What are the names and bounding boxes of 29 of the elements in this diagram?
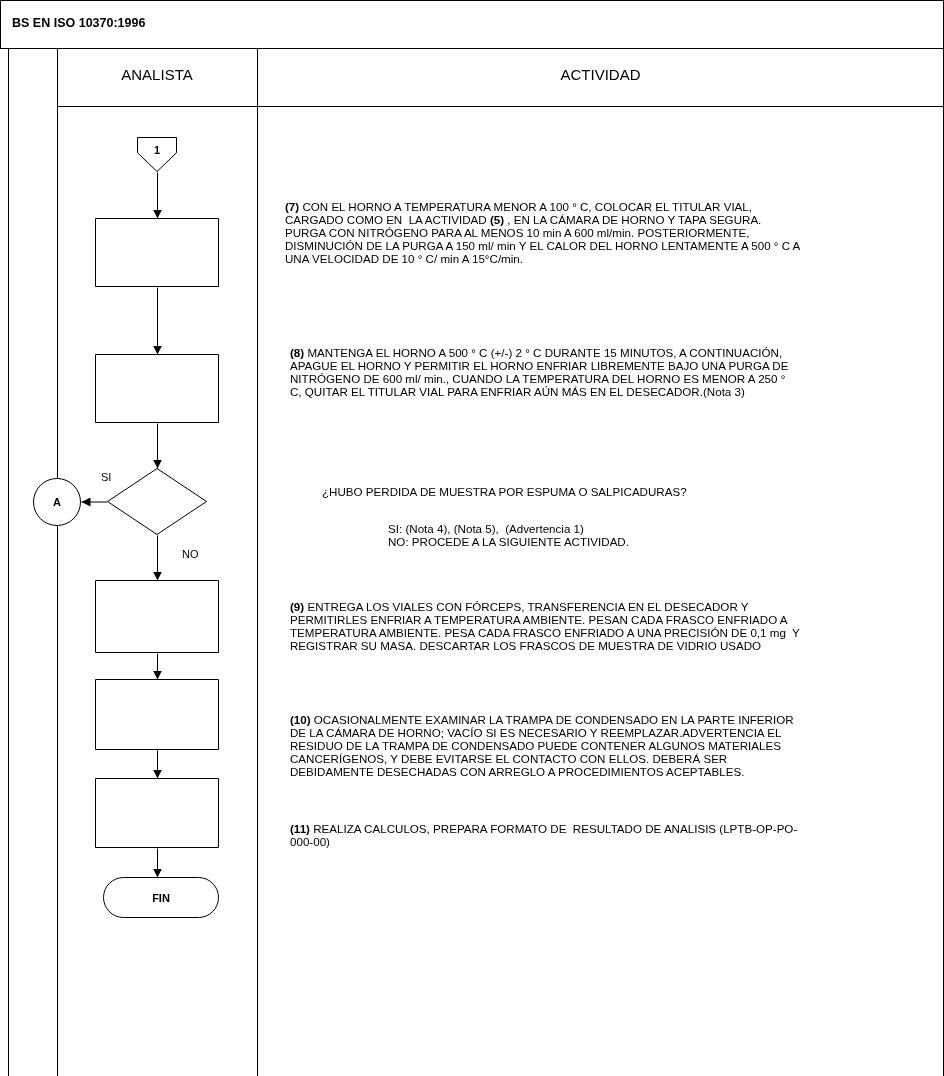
connector-circle: A [33, 478, 81, 526]
column-header: ACTIVIDAD [559, 68, 642, 81]
column-header: ANALISTA [120, 68, 194, 81]
activity-text: NO: PROCEDE A LA SIGUIENTE ACTIVIDAD. [388, 535, 630, 548]
terminator-shape: FIN [103, 877, 219, 918]
process-box [95, 778, 219, 848]
edge-label: NO [181, 548, 200, 560]
activity-text: (11) REALIZA CALCULOS, PREPARA FORMATO DE RESULTADO DE ANALISIS (LPTB-OP-PO-000-00) [290, 822, 799, 848]
arrow [153, 653, 162, 680]
arrow [81, 497, 108, 507]
activity-text: (7) CON EL HORNO A TEMPERATURA MENOR A 100 ° C, COLOCAR EL TITULAR VIAL, CARGADO COMO EN LA ACTIVIDAD (5) , EN LA CÁMARA DE HORNO Y TAPA SEGURA. PURGA CON NITRÓGENO PARA AL MENOS 10 min A 600 ml/min. POSTERIORMENTE, DISMINUCIÓN DE LA PURGA A 150 ml/ min Y EL CALOR DEL HORNO LENTAMENTE A 500 ° C A UNA VELOCIDAD DE 10 ° C/ min A 15°C/min. [285, 200, 801, 265]
arrow [153, 287, 162, 355]
activity-text: ¿HUBO PERDIDA DE MUESTRA POR ESPUMA O SALPICADURAS? [322, 485, 688, 498]
arrow [153, 750, 162, 779]
process-box [95, 218, 219, 287]
activity-text: (9) ENTREGA LOS VIALES CON FÓRCEPS, TRANSFERENCIA EN EL DESECADOR Y PERMITIRLES ENFRIAR A TEMPERATURA AMBIENTE. PESAN CADA FRASCO ENFRIADO A TEMPERATURA AMBIENTE. PESA CADA FRASCO ENFRIADO A UNA PRECISIÓN DE 0,1 mg Y REGISTRAR SU MASA. DESCARTAR LOS FRASCOS DE MUESTRA DE VIDRIO USADO [290, 600, 801, 652]
table-title: BS EN ISO 10370:1996 [12, 16, 146, 30]
process-box [95, 354, 219, 423]
arrow [153, 423, 162, 469]
off-page-connector: 1 [137, 137, 177, 172]
arrow [153, 848, 162, 878]
edge-label: SI [100, 471, 113, 483]
arrow [153, 535, 162, 581]
activity-text: (8) MANTENGA EL HORNO A 500 ° C (+/-) 2 ° C DURANTE 15 MINUTOS, A CONTINUACIÓN, APAGUE EL HORNO Y PERMITIR EL HORNO ENFRIAR LIBREMENTE BAJO UNA PURGA DE NITRÓGENO DE 600 ml/ min., CUANDO LA TEMPERATURA DEL HORNO ES MENOR A 250 ° C, QUITAR EL TITULAR VIAL PARA ENFRIAR AÚN MÁS EN EL DESECADOR.(Nota 3) [290, 346, 790, 398]
activity-text: SI: (Nota 4), (Nota 5), (Advertencia 1) [388, 522, 585, 535]
process-box [95, 679, 219, 750]
arrow [153, 172, 162, 219]
activity-text: (10) OCASIONALMENTE EXAMINAR LA TRAMPA DE CONDENSADO EN LA PARTE INFERIOR DE LA CÁMARA DE HORNO; VACÍO SI ES NECESARIO Y REEMPLAZAR.ADVERTENCIA EL RESIDUO DE LA TRAMPA DE CONDENSADO PUEDE CONTENER ALGUNOS MATERIALES CANCERÍGENOS, Y DEBE EVITARSE EL CONTACTO CON ELLOS. DEBERÁ SER DEBIDAMENTE DESECHADAS CON ARREGLO A PROCEDIMIENTOS ACEPTABLES. [290, 713, 795, 778]
process-box [95, 580, 219, 653]
